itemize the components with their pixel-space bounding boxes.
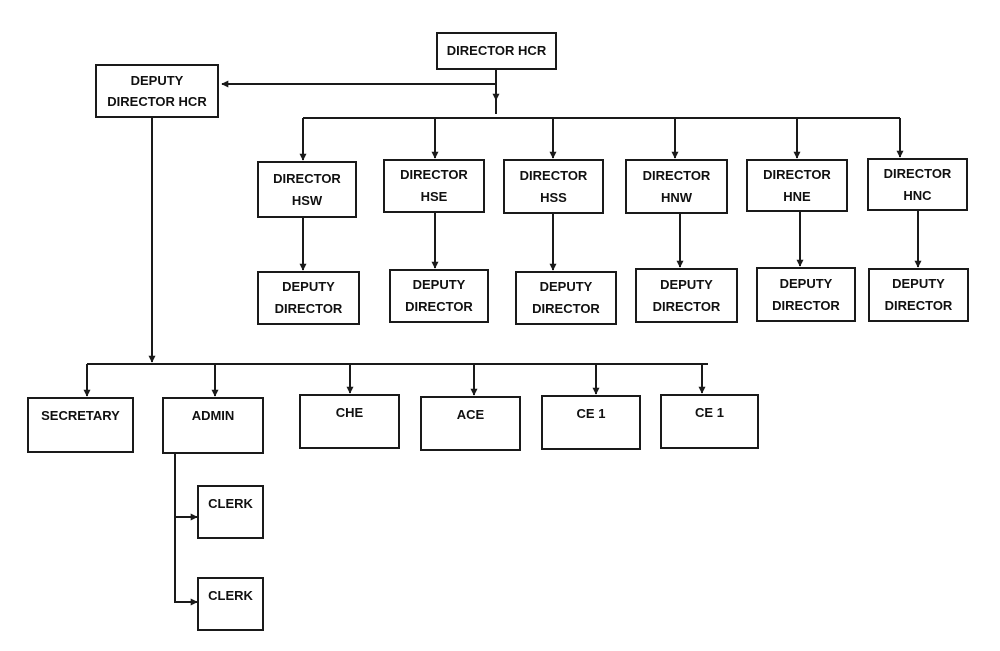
node-label: CE 1 bbox=[695, 405, 724, 420]
node-label: DIRECTOR bbox=[273, 170, 341, 186]
node-deputy-director-hss: DEPUTY DIRECTOR bbox=[515, 271, 617, 325]
node-label: DEPUTY bbox=[282, 279, 335, 294]
node-deputy-director-hne: DEPUTY DIRECTOR bbox=[756, 267, 856, 322]
node-admin: ADMIN bbox=[162, 397, 264, 454]
node-director-hne: DIRECTOR HNE bbox=[746, 159, 848, 212]
node-label: ADMIN bbox=[191, 408, 235, 423]
node-deputy-director-hnw: DEPUTY DIRECTOR bbox=[635, 268, 738, 323]
node-secretary: SECRETARY bbox=[27, 397, 134, 453]
node-clerk-2: CLERK bbox=[197, 577, 264, 631]
node-ace: ACE bbox=[420, 396, 521, 451]
node-director-hse: DIRECTOR HSE bbox=[383, 159, 485, 213]
node-director-hnw: DIRECTOR HNW bbox=[625, 159, 728, 214]
node-label: DIRECTOR bbox=[884, 298, 953, 313]
node-label: HNE bbox=[783, 188, 811, 204]
node-label: DIRECTOR bbox=[763, 166, 831, 182]
node-deputy-director-hsw: DEPUTY DIRECTOR bbox=[257, 271, 360, 325]
node-label: DIRECTOR bbox=[519, 167, 588, 183]
node-label: CHE bbox=[335, 405, 364, 420]
node-che: CHE bbox=[299, 394, 400, 449]
node-clerk-1: CLERK bbox=[197, 485, 264, 539]
node-director-hcr: DIRECTOR HCR bbox=[436, 32, 557, 70]
node-label: DIRECTOR bbox=[532, 301, 600, 316]
node-director-hnc: DIRECTOR HNC bbox=[867, 158, 968, 211]
node-label: DIRECTOR bbox=[642, 167, 711, 183]
node-label: SECRETARY bbox=[41, 408, 120, 423]
node-label: DIRECTOR bbox=[405, 299, 473, 314]
node-label: DEPUTY bbox=[412, 277, 466, 292]
node-director-hss: DIRECTOR HSS bbox=[503, 159, 604, 214]
node-label: CLERK bbox=[208, 496, 253, 511]
node-label: DEPUTY bbox=[539, 279, 593, 294]
node-director-hsw: DIRECTOR HSW bbox=[257, 161, 357, 218]
node-deputy-director-hcr: DEPUTY DIRECTOR HCR bbox=[95, 64, 219, 118]
node-label: DIRECTOR bbox=[883, 165, 952, 181]
node-deputy-director-hse: DEPUTY DIRECTOR bbox=[389, 269, 489, 323]
node-label: ACE bbox=[456, 407, 485, 422]
node-ce1-a: CE 1 bbox=[541, 395, 641, 450]
node-label: DIRECTOR bbox=[274, 301, 343, 316]
node-label: CLERK bbox=[208, 588, 253, 603]
node-label: DEPUTY bbox=[130, 73, 184, 88]
node-label: DIRECTOR bbox=[652, 298, 721, 314]
node-label: HNC bbox=[903, 187, 932, 203]
node-label: DIRECTOR HCR bbox=[446, 43, 547, 58]
node-label: HSW bbox=[291, 192, 323, 208]
node-label: DEPUTY bbox=[779, 275, 833, 291]
node-label: HSE bbox=[420, 189, 448, 204]
node-label: HSS bbox=[540, 189, 567, 205]
node-label: CE 1 bbox=[576, 406, 606, 421]
node-label: DEPUTY bbox=[660, 276, 713, 292]
node-deputy-director-hnc: DEPUTY DIRECTOR bbox=[868, 268, 969, 322]
node-label: DIRECTOR bbox=[772, 297, 840, 313]
node-label: DIRECTOR HCR bbox=[107, 94, 207, 109]
node-ce1-b: CE 1 bbox=[660, 394, 759, 449]
node-label: HNW bbox=[660, 189, 693, 205]
node-label: DIRECTOR bbox=[400, 167, 468, 182]
node-label: DEPUTY bbox=[892, 276, 945, 291]
